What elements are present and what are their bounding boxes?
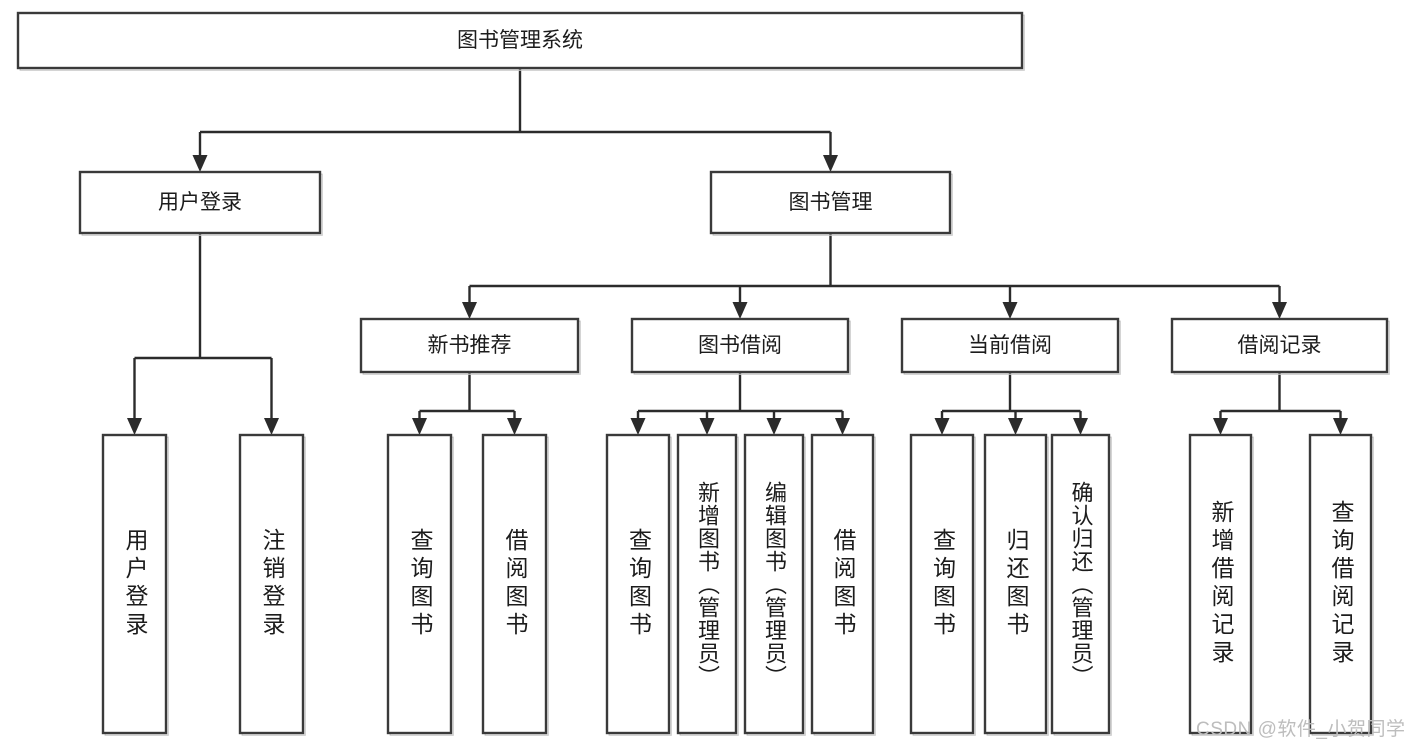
arrow-head-icon (192, 155, 208, 172)
arrow-head-icon (835, 418, 850, 435)
node-leaf-borrow-book-1[interactable] (481, 433, 549, 736)
node-user-login[interactable] (78, 170, 323, 236)
node-leaf-confirm-return[interactable] (1050, 433, 1112, 736)
node-label-user-login: 用户登录 (158, 191, 242, 214)
node-borrow-records[interactable] (1170, 317, 1390, 375)
arrow-head-icon (1272, 302, 1287, 319)
edge-group-current-borrow (934, 372, 1088, 435)
node-label-root: 图书管理系统 (457, 29, 583, 52)
node-leaf-query-book-3[interactable] (909, 433, 976, 736)
node-leaf-return-book[interactable] (983, 433, 1049, 736)
node-boxes-layer (16, 11, 1390, 736)
arrow-head-icon (507, 418, 522, 435)
arrow-head-icon (699, 418, 715, 435)
edge-group-root (192, 68, 838, 172)
node-label-book-manage: 图书管理 (789, 191, 873, 214)
arrow-head-icon (1333, 418, 1348, 435)
node-leaf-query-book-2[interactable] (605, 433, 672, 736)
node-root[interactable] (16, 11, 1025, 71)
arrow-head-icon (1073, 418, 1088, 435)
node-leaf-add-book[interactable] (676, 433, 739, 736)
arrow-head-icon (732, 302, 748, 319)
arrow-head-icon (462, 302, 477, 319)
node-leaf-borrow-book-2[interactable] (810, 433, 876, 736)
edge-group-book-borrow (630, 372, 850, 435)
arrow-head-icon (1213, 418, 1228, 435)
arrow-head-icon (127, 418, 142, 435)
arrow-head-icon (934, 418, 950, 435)
node-leaf-user-login[interactable] (101, 433, 169, 736)
node-label-borrow-records: 借阅记录 (1238, 334, 1322, 357)
node-label-current-borrow: 当前借阅 (968, 334, 1052, 357)
edge-group-user-login (127, 233, 279, 435)
edge-group-borrow-records (1213, 372, 1348, 435)
node-leaf-edit-book[interactable] (743, 433, 806, 736)
node-leaf-query-record[interactable] (1308, 433, 1374, 736)
connectors-layer (127, 68, 1348, 435)
arrow-head-icon (823, 155, 838, 172)
arrow-head-icon (1002, 302, 1018, 319)
edge-group-new-book-rec (412, 372, 522, 435)
watermark-text: CSDN @软件_小贺同学 (1196, 719, 1405, 740)
arrow-head-icon (1008, 418, 1023, 435)
node-leaf-logout[interactable] (238, 433, 306, 736)
node-book-borrow[interactable] (630, 317, 851, 375)
node-leaf-add-record[interactable] (1188, 433, 1254, 736)
node-new-book-rec[interactable] (359, 317, 581, 375)
node-leaf-query-book-1[interactable] (386, 433, 454, 736)
edge-group-book-manage (462, 233, 1287, 319)
node-current-borrow[interactable] (900, 317, 1121, 375)
arrow-head-icon (264, 418, 279, 435)
node-label-new-book-rec: 新书推荐 (428, 334, 512, 357)
node-label-book-borrow: 图书借阅 (698, 334, 782, 357)
arrow-head-icon (630, 418, 646, 435)
node-book-manage[interactable] (709, 170, 953, 236)
arrow-head-icon (412, 418, 427, 435)
arrow-head-icon (766, 418, 782, 435)
